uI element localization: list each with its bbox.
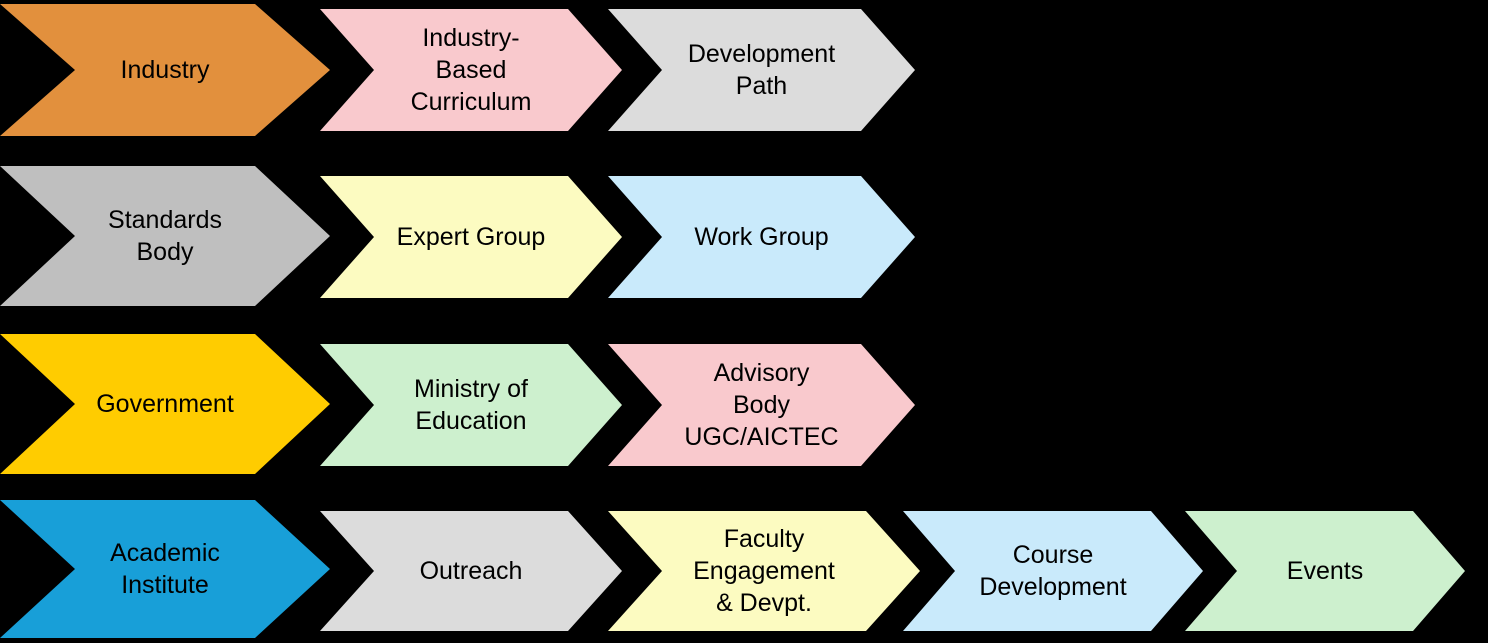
chevron-faculty-engagement: Faculty Engagement & Devpt. [608,511,920,631]
chevron-academic-institute-label: Academic Institute [110,539,220,599]
chevron-development-path-label: Development Path [687,40,836,100]
chevron-advisory-body: Advisory Body UGC/AICTEC [608,344,915,466]
chevron-industry: Industry [0,4,330,136]
chevron-development-path: Development Path [608,9,915,131]
chevron-events-label: Events [1286,557,1364,585]
chevron-government: Government [0,334,330,474]
chevron-outreach: Outreach [320,511,622,631]
chevron-events: Events [1185,511,1465,631]
chevron-industry-label: Industry [120,56,210,84]
chevron-ministry-of-education-label: Ministry of Education [414,375,528,435]
chevron-faculty-engagement-label: Faculty Engagement & Devpt. [693,525,835,617]
chevron-outreach-label: Outreach [419,557,523,585]
chevron-expert-group: Expert Group [320,176,622,298]
chevron-course-development-label: Course Development [979,541,1127,601]
chevron-standards-body: Standards Body [0,166,330,306]
chevron-academic-institute: Academic Institute [0,500,330,638]
chevron-course-development: Course Development [903,511,1203,631]
chevron-industry-based-curriculum: Industry- Based Curriculum [320,9,622,131]
chevron-industry-based-curriculum-label: Industry- Based Curriculum [410,24,532,116]
chevron-work-group: Work Group [608,176,915,298]
chevron-standards-body-label: Standards Body [108,206,222,266]
chevron-work-group-label: Work Group [694,223,829,251]
chevron-ministry-of-education: Ministry of Education [320,344,622,466]
chevron-government-label: Government [96,390,234,418]
chevron-advisory-body-label: Advisory Body UGC/AICTEC [684,359,839,451]
chevron-expert-group-label: Expert Group [396,223,546,251]
